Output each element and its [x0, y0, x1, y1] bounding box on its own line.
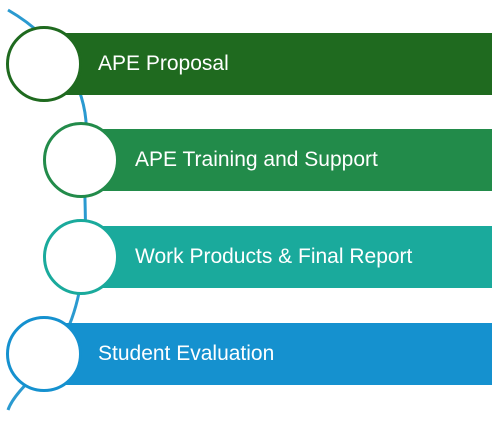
step-circle-3 [43, 219, 119, 295]
step-bar-1: APE Proposal [45, 33, 492, 95]
step-label-4: Student Evaluation [98, 342, 275, 365]
step-bar-2: APE Training and Support [82, 129, 492, 191]
step-circle-1 [6, 26, 82, 102]
step-circle-2 [43, 122, 119, 198]
step-label-1: APE Proposal [98, 52, 229, 75]
step-circle-4 [6, 316, 82, 392]
step-label-3: Work Products & Final Report [135, 245, 413, 268]
step-label-2: APE Training and Support [135, 148, 378, 171]
step-bar-3: Work Products & Final Report [82, 226, 492, 288]
step-bar-4: Student Evaluation [45, 323, 492, 385]
